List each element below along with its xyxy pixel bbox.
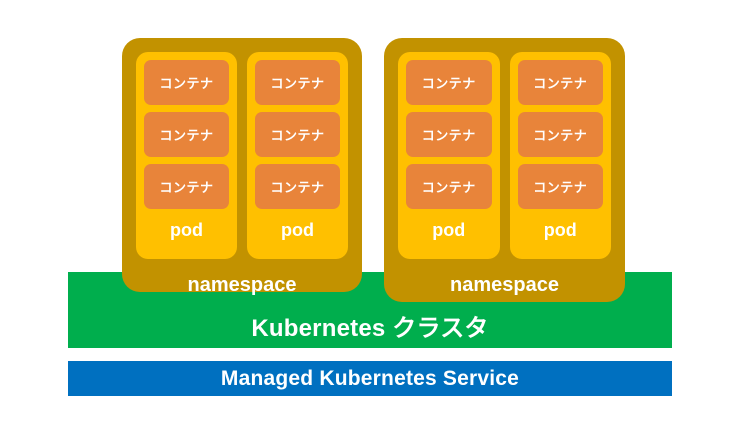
namespace-label: namespace bbox=[450, 274, 559, 296]
pod-block: コンテナ コンテナ コンテナ pod bbox=[509, 52, 611, 259]
container-label: コンテナ bbox=[270, 128, 325, 143]
container-block: コンテナ bbox=[144, 60, 229, 105]
container-label: コンテナ bbox=[533, 76, 588, 91]
pod-label: pod bbox=[281, 220, 314, 240]
pod-label: pod bbox=[432, 220, 466, 240]
container-label: コンテナ bbox=[159, 180, 214, 195]
namespace-block: コンテナ コンテナ コンテナ pod コンテナ コンテナ コンテナ bbox=[384, 38, 625, 302]
container-block: コンテナ bbox=[255, 112, 340, 157]
pod-label: pod bbox=[543, 220, 577, 240]
container-block: コンテナ bbox=[517, 164, 603, 209]
container-label: コンテナ bbox=[421, 128, 476, 143]
kubernetes-cluster-label: Kubernetes クラスタ bbox=[251, 314, 489, 342]
container-label: コンテナ bbox=[421, 76, 476, 91]
namespace-pods-row: コンテナ コンテナ コンテナ pod コンテナ コンテナ コンテナ bbox=[136, 52, 348, 259]
container-block: コンテナ bbox=[144, 112, 229, 157]
namespace-block: コンテナ コンテナ コンテナ pod コンテナ コンテナ コンテナ bbox=[122, 38, 362, 296]
managed-kubernetes-service-label: Managed Kubernetes Service bbox=[220, 366, 520, 390]
container-label: コンテナ bbox=[533, 128, 588, 143]
container-block: コンテナ bbox=[144, 164, 229, 209]
container-block: コンテナ bbox=[406, 164, 492, 209]
container-block: コンテナ bbox=[255, 164, 340, 209]
managed-kubernetes-service-bar: Managed Kubernetes Service bbox=[68, 361, 672, 396]
pod-block: コンテナ コンテナ コンテナ pod bbox=[136, 52, 237, 259]
container-label: コンテナ bbox=[159, 76, 214, 91]
container-block: コンテナ bbox=[517, 112, 603, 157]
namespace-label: namespace bbox=[187, 274, 297, 296]
container-label: コンテナ bbox=[270, 76, 325, 91]
container-block: コンテナ bbox=[255, 60, 340, 105]
pod-label: pod bbox=[170, 220, 203, 240]
namespace-pods-row: コンテナ コンテナ コンテナ pod コンテナ コンテナ コンテナ bbox=[398, 52, 611, 259]
pod-block: コンテナ コンテナ コンテナ pod bbox=[247, 52, 348, 259]
container-label: コンテナ bbox=[270, 180, 325, 195]
container-block: コンテナ bbox=[406, 60, 492, 105]
container-label: コンテナ bbox=[533, 180, 588, 195]
pod-block: コンテナ コンテナ コンテナ pod bbox=[398, 52, 500, 259]
container-block: コンテナ bbox=[517, 60, 603, 105]
container-block: コンテナ bbox=[406, 112, 492, 157]
container-label: コンテナ bbox=[421, 180, 476, 195]
container-label: コンテナ bbox=[159, 128, 214, 143]
